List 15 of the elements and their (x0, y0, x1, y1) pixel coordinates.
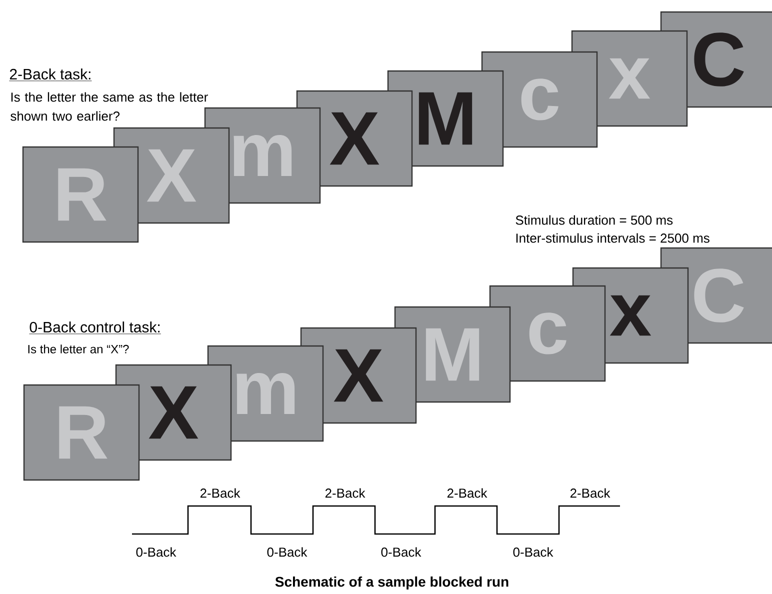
block-label: 2-Back (325, 488, 366, 498)
task-question: Is the letter an “X”? (28, 344, 129, 354)
block-label: 2-Back (200, 488, 240, 498)
block-label: 0-Back (267, 547, 308, 557)
timing-note: Inter-stimulus intervals = 2500 ms (516, 233, 710, 243)
block-label: 0-Back (381, 547, 422, 557)
block-label: 0-Back (136, 547, 176, 557)
task-heading: 2-Back task: (9, 68, 92, 82)
block-label: 2-Back (570, 488, 610, 498)
caption: Schematic of a sample blocked run (275, 576, 508, 590)
block-label: 2-Back (447, 488, 488, 498)
timing-note: Stimulus duration = 500 ms (516, 215, 673, 225)
block-label: 0-Back (513, 547, 554, 557)
node-label: C (694, 32, 744, 86)
task-heading: 0-Back control task: (29, 322, 162, 334)
